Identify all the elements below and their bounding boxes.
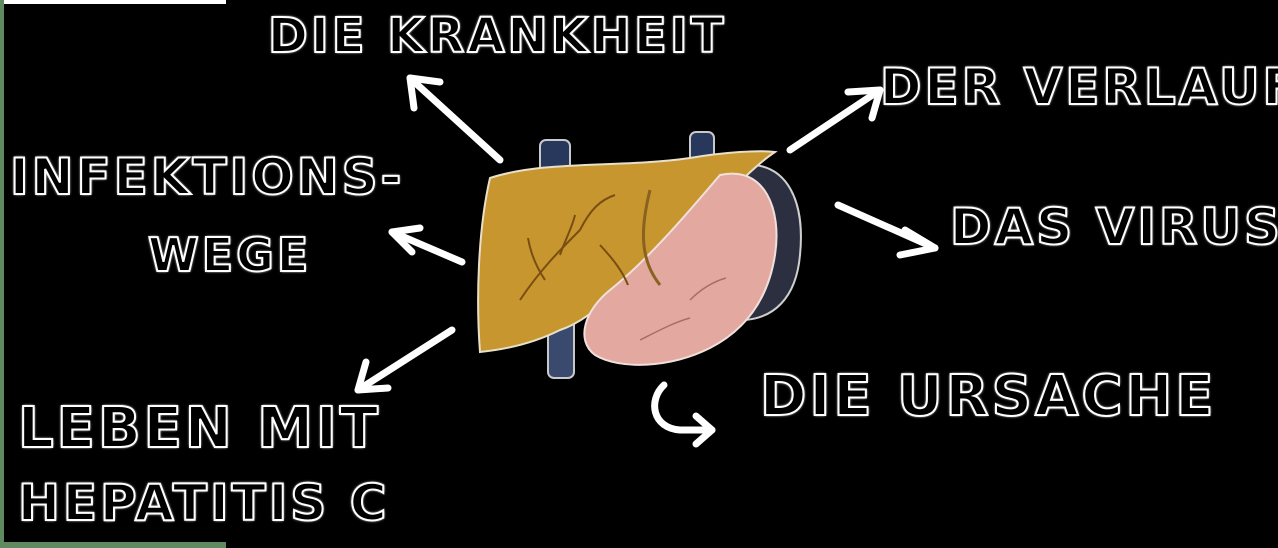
arrow-infektion: [392, 228, 462, 262]
label-infektionswege-line2: WEGE: [148, 228, 311, 282]
label-die-krankheit: DIE KRANKHEIT: [268, 8, 726, 64]
arrow-krankheit: [410, 78, 500, 160]
label-die-ursache: DIE URSACHE: [760, 364, 1217, 429]
label-infektionswege-line1: INFEKTIONS-: [10, 148, 404, 206]
label-der-verlauf: DER VERLAUF: [880, 58, 1278, 116]
label-hepatitis-c-line2: HEPATITIS C: [18, 474, 389, 532]
liver-illustration: [478, 132, 801, 378]
label-leben-mit-line1: LEBEN MIT: [18, 396, 381, 461]
arrow-verlauf: [790, 90, 880, 150]
arrow-leben: [358, 330, 452, 390]
arrow-ursache: [655, 385, 712, 444]
label-das-virus: DAS VIRUS: [950, 198, 1278, 256]
arrow-virus: [838, 205, 935, 255]
